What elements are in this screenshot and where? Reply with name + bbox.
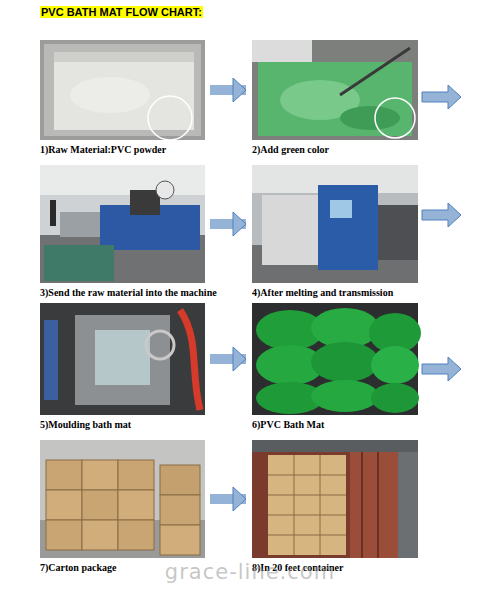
green-powder-photo (375, 98, 415, 138)
container-photo (268, 495, 346, 496)
carton-photo (40, 440, 205, 558)
container-photo (294, 455, 295, 555)
carton-photo (46, 460, 82, 490)
mould-photo (95, 330, 150, 385)
process-step: 4)After melting and transmission (252, 165, 418, 297)
carton-photo (46, 520, 82, 550)
process-step: 5)Moulding bath mat (40, 303, 205, 429)
flow-arrow (210, 494, 246, 504)
powder-photo (54, 52, 194, 62)
carton-photo (40, 520, 205, 558)
process-step: 3)Send the raw material into the machine (40, 165, 205, 297)
carton-photo (118, 460, 154, 490)
mould-photo (146, 331, 174, 359)
green-powder-photo (340, 48, 410, 95)
machine-photo (330, 200, 352, 218)
mould-photo (75, 315, 170, 405)
carton-photo (82, 460, 118, 490)
factory-photo (44, 245, 114, 281)
step-caption: 1)Raw Material:PVC powder (40, 144, 166, 156)
factory-photo (40, 165, 205, 283)
factory-photo (60, 212, 100, 237)
flow-arrow (210, 219, 246, 229)
carton-photo (160, 525, 200, 555)
machine-photo (318, 185, 378, 270)
container-photo (268, 455, 346, 555)
flow-arrow (210, 354, 246, 364)
process-step: 1)Raw Material:PVC powder (40, 40, 205, 156)
green-powder-photo (340, 106, 400, 130)
green-powder-photo (252, 40, 418, 140)
container-photo (361, 452, 363, 558)
container-photo (398, 452, 418, 558)
carton-photo (46, 490, 82, 520)
continuation-arrow (422, 85, 461, 381)
step-caption: 3)Send the raw material into the machine (40, 287, 217, 299)
container-photo (268, 535, 346, 536)
container-photo (252, 440, 418, 452)
mould-photo (40, 303, 205, 415)
mould-photo (40, 303, 205, 415)
watermark: grace-line.com (0, 560, 500, 584)
mat-photo (371, 346, 419, 384)
green-powder-photo (252, 40, 418, 140)
step-caption: 4)After melting and transmission (252, 287, 393, 299)
factory-photo (156, 181, 174, 199)
continuation-arrow (422, 203, 461, 227)
step-caption: 2)Add green color (252, 144, 329, 156)
powder-photo (148, 96, 192, 140)
container-photo (268, 475, 346, 476)
factory-photo (50, 200, 56, 226)
mat-photo (311, 342, 379, 382)
factory-photo (130, 190, 160, 215)
factory-photo (40, 165, 205, 283)
flow-arrow (210, 85, 246, 95)
factory-photo (40, 165, 205, 195)
process-step: 2)Add green color (252, 40, 418, 156)
chart-title: PVC BATH MAT FLOW CHART: (40, 6, 203, 18)
powder-photo (40, 40, 205, 140)
carton-photo (160, 465, 200, 495)
green-powder-photo (252, 40, 312, 62)
mould-photo (44, 320, 58, 400)
carton-photo (160, 495, 200, 525)
mat-photo (371, 383, 419, 413)
process-step: 6)PVC Bath Mat (252, 303, 418, 429)
carton-photo (118, 520, 154, 550)
powder-photo (44, 44, 201, 136)
machine-photo (378, 205, 418, 260)
carton-photo (118, 490, 154, 520)
container-photo (252, 440, 418, 558)
process-step: 8)In 20 feet container (252, 440, 418, 573)
machine-photo (252, 165, 418, 283)
powder-photo (40, 40, 205, 140)
container-photo (320, 455, 321, 555)
mould-photo (180, 310, 200, 410)
carton-photo (40, 440, 205, 558)
machine-photo (262, 195, 322, 265)
machine-photo (252, 165, 418, 283)
container-photo (268, 515, 346, 516)
container-photo (350, 452, 398, 558)
step-caption: 5)Moulding bath mat (40, 419, 131, 431)
carton-photo (82, 520, 118, 550)
powder-photo (70, 77, 150, 113)
continuation-arrow (422, 85, 461, 109)
step-caption: 7)Carton package (40, 562, 116, 574)
carton-photo (82, 490, 118, 520)
container-photo (252, 440, 418, 558)
mat-photo (311, 380, 379, 412)
powder-photo (54, 52, 194, 130)
title-text: PVC BATH MAT FLOW CHART: (40, 6, 203, 18)
step-caption: 6)PVC Bath Mat (252, 419, 324, 431)
container-photo (377, 452, 379, 558)
continuation-arrow (422, 357, 461, 381)
process-step: 7)Carton package (40, 440, 205, 573)
mat-photo (252, 303, 421, 415)
